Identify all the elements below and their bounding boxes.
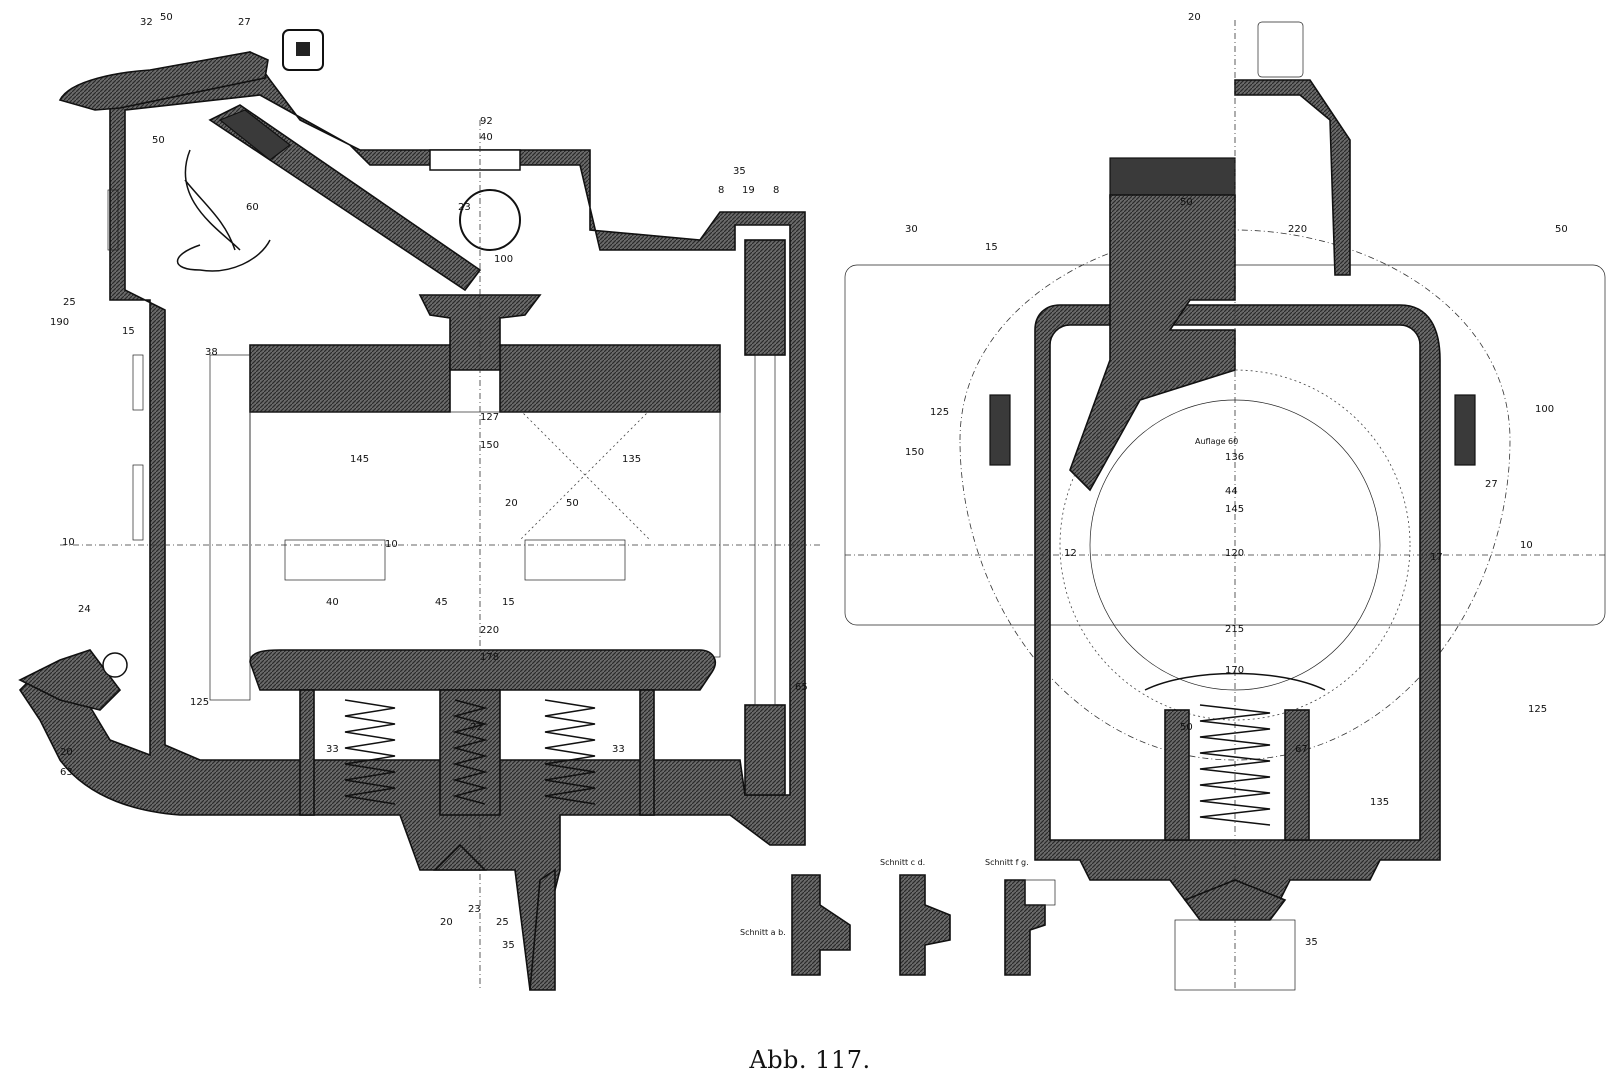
dim-label: 100	[1535, 404, 1554, 415]
dim-label: 38	[205, 347, 218, 358]
figure-caption: Abb. 117.	[749, 1046, 871, 1074]
dim-label: 50	[1180, 197, 1193, 208]
dim-label: 33	[612, 744, 625, 755]
technical-drawing: 50 32 27 92 40 35 8 19 8 50 60 100 23 19…	[18, 12, 1606, 991]
dim-label: 27	[1485, 479, 1498, 490]
dim-label: 150	[905, 447, 924, 458]
dim-label: 20	[1188, 12, 1201, 23]
dimension-labels: 50 32 27 92 40 35 8 19 8 50 60 100 23 19…	[50, 12, 1568, 951]
spring-right	[544, 699, 596, 805]
dim-label: 220	[480, 625, 499, 636]
dim-label: 215	[1225, 624, 1244, 635]
dim-label: 170	[1225, 665, 1244, 676]
casing-ring	[1034, 304, 1441, 901]
dim-label: 63	[60, 767, 73, 778]
carbon-brush	[218, 109, 291, 161]
dim-label: 125	[190, 697, 209, 708]
small-section-views	[791, 874, 1056, 976]
dim-label: 10	[385, 539, 398, 550]
dim-label: 19	[742, 185, 755, 196]
dim-label: 220	[1288, 224, 1307, 235]
dim-label: 125	[930, 407, 949, 418]
casing-outline	[18, 51, 806, 991]
dim-label: 30	[905, 224, 918, 235]
dim-label: 20	[60, 747, 73, 758]
dim-label: 12	[1064, 548, 1077, 559]
dim-label: 72	[470, 722, 483, 733]
spring-cross	[1199, 704, 1271, 826]
dim-label: 40	[326, 597, 339, 608]
dim-label: 32	[140, 17, 153, 28]
dim-label: 20	[505, 498, 518, 509]
dim-label: 65	[795, 682, 808, 693]
dim-label: 10	[1520, 540, 1533, 551]
top-flange	[58, 51, 269, 111]
dim-label: 35	[733, 166, 746, 177]
dim-label: 67	[1295, 744, 1308, 755]
dim-label: 10	[62, 537, 75, 548]
dim-label: 135	[622, 454, 641, 465]
dim-label: 60	[246, 202, 259, 213]
dim-label: 127	[480, 412, 499, 423]
dim-label: 100	[494, 254, 513, 265]
dim-label: 50	[1180, 722, 1193, 733]
dim-label: 135	[1370, 797, 1389, 808]
dim-label: 92	[480, 116, 493, 127]
top-lug	[1234, 79, 1351, 276]
dim-label: 25	[496, 917, 509, 928]
dim-label: 15	[122, 326, 135, 337]
dim-label: 44	[1225, 486, 1238, 497]
dim-label: 25	[63, 297, 76, 308]
dim-label: 35	[502, 940, 515, 951]
dim-label: 50	[160, 12, 173, 23]
dim-label: 125	[1528, 704, 1547, 715]
dim-label: 33	[326, 744, 339, 755]
inspection-hole	[459, 189, 521, 251]
dim-label: 120	[1225, 548, 1244, 559]
dim-label: 35	[1305, 937, 1318, 948]
lower-pole-plate	[249, 649, 716, 691]
dim-label: 145	[350, 454, 369, 465]
dim-label: 150	[480, 440, 499, 451]
brush-spring-coil	[177, 149, 271, 272]
dim-label: 50	[152, 135, 165, 146]
dim-label: 50	[1555, 224, 1568, 235]
spring-left	[344, 699, 396, 805]
dim-label: 145	[1225, 504, 1244, 515]
dim-label: 50	[566, 498, 579, 509]
dim-label: 136	[1225, 452, 1244, 463]
longitudinal-section-view	[18, 29, 820, 991]
section-label-cd: Schnitt c d.	[880, 858, 925, 867]
dim-label: 40	[480, 132, 493, 143]
dim-label: 17	[1430, 552, 1443, 563]
dim-label: 190	[50, 317, 69, 328]
inner-label: Auflage 60	[1195, 437, 1238, 446]
dim-label: 8	[773, 185, 779, 196]
dim-label: 45	[435, 597, 448, 608]
dim-label: 15	[985, 242, 998, 253]
section-label-fg: Schnitt f g.	[985, 858, 1029, 867]
dim-label: 24	[78, 604, 91, 615]
dim-label: 27	[238, 17, 251, 28]
dim-label: 20	[440, 917, 453, 928]
dim-label: 178	[480, 652, 499, 663]
dim-label: 23	[458, 202, 471, 213]
dim-label: 8	[718, 185, 724, 196]
section-label-ab: Schnitt a b.	[740, 928, 786, 937]
dim-label: 23	[468, 904, 481, 915]
spring-center	[452, 699, 488, 805]
cross-section-view	[844, 20, 1606, 991]
dim-label: 15	[502, 597, 515, 608]
